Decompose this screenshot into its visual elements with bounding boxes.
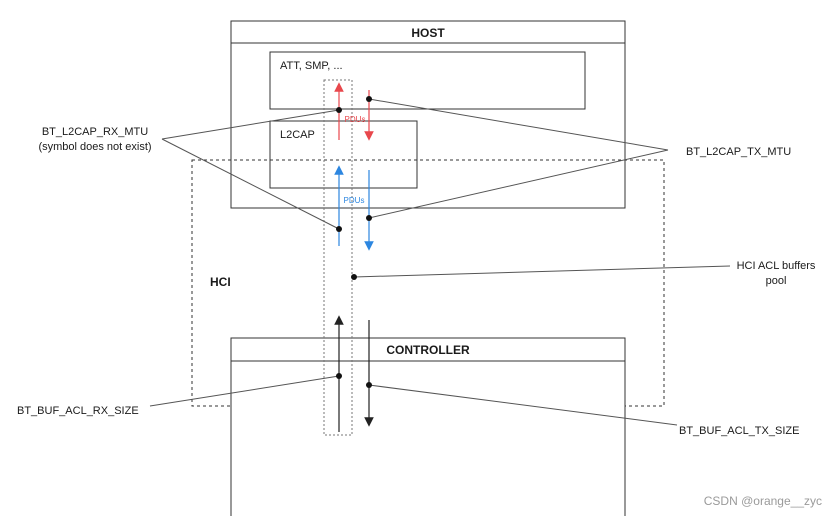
hci-label: HCI bbox=[210, 275, 231, 289]
controller-block: CONTROLLER bbox=[230, 337, 626, 516]
rx-mtu-label: BT_L2CAP_RX_MTU bbox=[42, 126, 148, 138]
pdus-label-upper: PDUs bbox=[345, 115, 366, 124]
acl-pool-label-line2: pool bbox=[766, 275, 787, 287]
att-smp-block: ATT, SMP, ... bbox=[269, 51, 586, 110]
buffer-column bbox=[323, 79, 353, 436]
callout-lines bbox=[149, 98, 731, 426]
rx-mtu-note: (symbol does not exist) bbox=[38, 141, 151, 153]
controller-title: CONTROLLER bbox=[386, 343, 470, 357]
l2cap-block: L2CAP bbox=[269, 120, 418, 189]
host-title: HOST bbox=[411, 26, 445, 40]
pdus-label-lower: PDUs bbox=[344, 196, 365, 205]
l2cap-label: L2CAP bbox=[280, 129, 315, 141]
anchor-dots bbox=[336, 96, 372, 388]
acl-pool-label-line1: HCI ACL buffers bbox=[737, 260, 816, 272]
tx-mtu-label: BT_L2CAP_TX_MTU bbox=[686, 146, 791, 158]
acl-tx-size-label: BT_BUF_ACL_TX_SIZE bbox=[679, 425, 799, 437]
acl-rx-size-label: BT_BUF_ACL_RX_SIZE bbox=[17, 405, 139, 417]
watermark-text: CSDN @orange__zyc bbox=[704, 494, 822, 508]
att-smp-label: ATT, SMP, ... bbox=[280, 60, 343, 72]
